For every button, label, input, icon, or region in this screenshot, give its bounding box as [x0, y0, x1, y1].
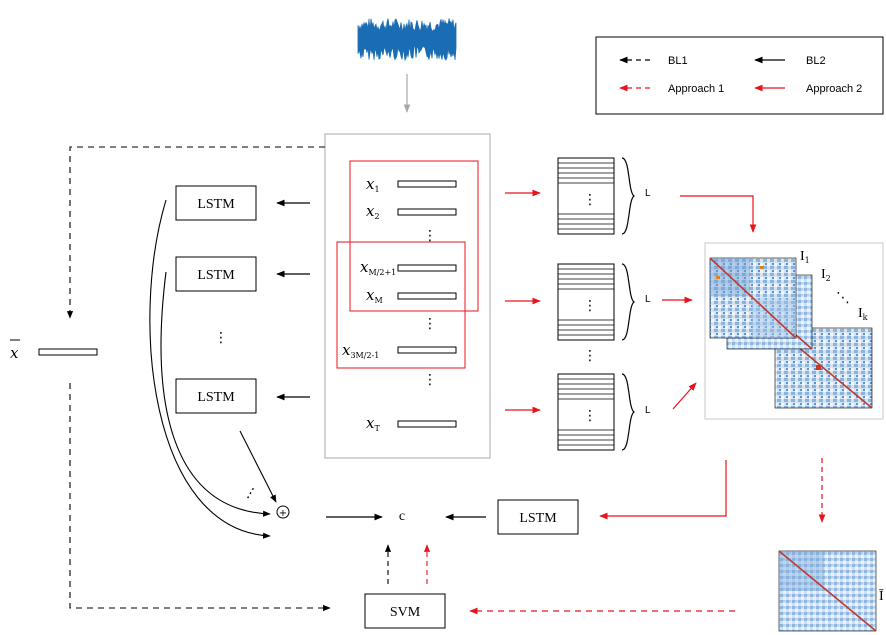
- stacks-vdots: ⋮: [583, 348, 597, 364]
- legend: BL1 BL2 Approach 1 Approach 2: [595, 36, 884, 115]
- sum-node: [276, 505, 290, 519]
- variable-xt: xT: [366, 414, 457, 433]
- mean-image-label: Ī: [879, 588, 884, 604]
- mean-correlation-image: [778, 550, 877, 632]
- image-label-2: I2: [821, 267, 831, 283]
- signal-waveform: [357, 18, 457, 62]
- legend-approach1-label: Approach 1: [668, 83, 724, 95]
- mean-vector-label: x: [10, 344, 19, 362]
- variable-x2-base: x: [366, 202, 375, 220]
- arrow-mean-vector-to-svm: [69, 383, 331, 612]
- lstm-box-approach2-label: LSTM: [519, 511, 557, 526]
- legend-frame: [595, 36, 884, 115]
- arrow-lstm-2-to-sum: [160, 271, 271, 517]
- window-1-frame: [349, 160, 479, 312]
- variable-x3m2m1-bar: [397, 346, 457, 354]
- variable-xt-bar: [397, 420, 457, 428]
- lstm-box-1-label: LSTM: [197, 197, 235, 212]
- lstm-box-1: [175, 185, 257, 221]
- variable-xm-bar: [397, 292, 457, 300]
- stack-2-size-label: L: [645, 294, 651, 305]
- sum-node-symbol: +: [279, 508, 287, 519]
- variable-x1: x1: [366, 175, 457, 194]
- segment-stack-k: ⋮: [557, 373, 636, 451]
- variable-x3m2m1: x3M/2-1: [342, 341, 457, 360]
- segment-stack-1: ⋮: [557, 157, 636, 235]
- raw-signal-plot: [357, 18, 457, 62]
- variable-xm-base: x: [366, 286, 375, 304]
- svg-text:⋮: ⋮: [583, 298, 597, 314]
- sum-inputs-dots: ⋮: [240, 483, 260, 504]
- variable-xt-base: x: [366, 414, 375, 432]
- mean-vector-bar: [38, 348, 98, 356]
- lstm-box-2: [175, 256, 257, 292]
- segment-stacks: ⋮ ⋮ ⋮: [557, 157, 636, 451]
- lstm-box-3-label: LSTM: [197, 390, 235, 405]
- variable-xm2p1-sub: M/2+1: [368, 268, 396, 277]
- legend-bl1-label: BL1: [668, 55, 688, 67]
- svg-text:x2: x2: [366, 202, 380, 221]
- lstm-box-3: [175, 378, 257, 414]
- images-ddots: ⋱: [836, 290, 850, 306]
- legend-approach2-label: Approach 2: [806, 83, 862, 95]
- svm-box-label: SVM: [390, 605, 421, 620]
- mean-vector-symbol: x: [10, 344, 19, 362]
- lstm-vdots: ⋮: [214, 330, 228, 346]
- arrow-images-to-lstm: [599, 460, 727, 520]
- svg-text:⋮: ⋮: [583, 408, 597, 424]
- variables-vdots-2: ⋮: [423, 316, 437, 332]
- svg-text:xM: xM: [366, 286, 383, 305]
- lstm-box-2-label: LSTM: [197, 268, 235, 283]
- svg-text:⋮: ⋮: [583, 192, 597, 208]
- svg-text:x3M/2-1: x3M/2-1: [342, 341, 379, 360]
- segment-stack-2: ⋮: [557, 263, 636, 341]
- variables-vdots-1: ⋮: [423, 228, 437, 244]
- variable-x1-sub: 1: [374, 185, 379, 194]
- arrow-lstm-1-to-sum: [149, 199, 271, 539]
- stack-k-size-label: L: [645, 405, 651, 416]
- variable-x3m2m1-sub: 3M/2-1: [350, 351, 379, 360]
- variable-xm2p1-base: x: [360, 258, 369, 276]
- variable-x2: x2: [366, 202, 457, 221]
- svm-box: [364, 593, 446, 629]
- variable-panel: [324, 133, 491, 459]
- variable-x2-bar: [397, 208, 457, 216]
- svg-text:x1: x1: [366, 175, 380, 194]
- variable-x1-base: x: [366, 175, 375, 193]
- svg-text:xT: xT: [366, 414, 380, 433]
- variable-xm2p1-bar: [397, 264, 457, 272]
- variable-x1-bar: [397, 180, 457, 188]
- image-label-k: Ik: [858, 306, 868, 322]
- variable-xt-sub: T: [374, 424, 380, 433]
- legend-bl2-label: BL2: [806, 55, 826, 67]
- variable-x3m2m1-base: x: [342, 341, 351, 359]
- correlation-image-1: [709, 257, 797, 339]
- variable-xm2p1: xM/2+1: [360, 258, 457, 277]
- svg-text:xM/2+1: xM/2+1: [360, 258, 396, 277]
- variable-x2-sub: 2: [374, 212, 379, 221]
- variable-xm-sub: M: [374, 296, 382, 305]
- arrow-stack-k-to-images: [672, 382, 697, 410]
- stack-1-size-label: L: [645, 188, 651, 199]
- classifier-label: c: [399, 509, 405, 524]
- arrow-lstm-3-to-sum: [239, 430, 277, 503]
- variable-xm: xM: [366, 286, 457, 305]
- arrow-stack-1-to-images: [680, 195, 757, 233]
- arrow-windows-to-mean-vector: [66, 146, 325, 319]
- image-label-1: I1: [800, 249, 810, 265]
- lstm-box-approach2: [497, 499, 579, 535]
- window-2-frame: [336, 241, 466, 369]
- variables-vdots-3: ⋮: [423, 372, 437, 388]
